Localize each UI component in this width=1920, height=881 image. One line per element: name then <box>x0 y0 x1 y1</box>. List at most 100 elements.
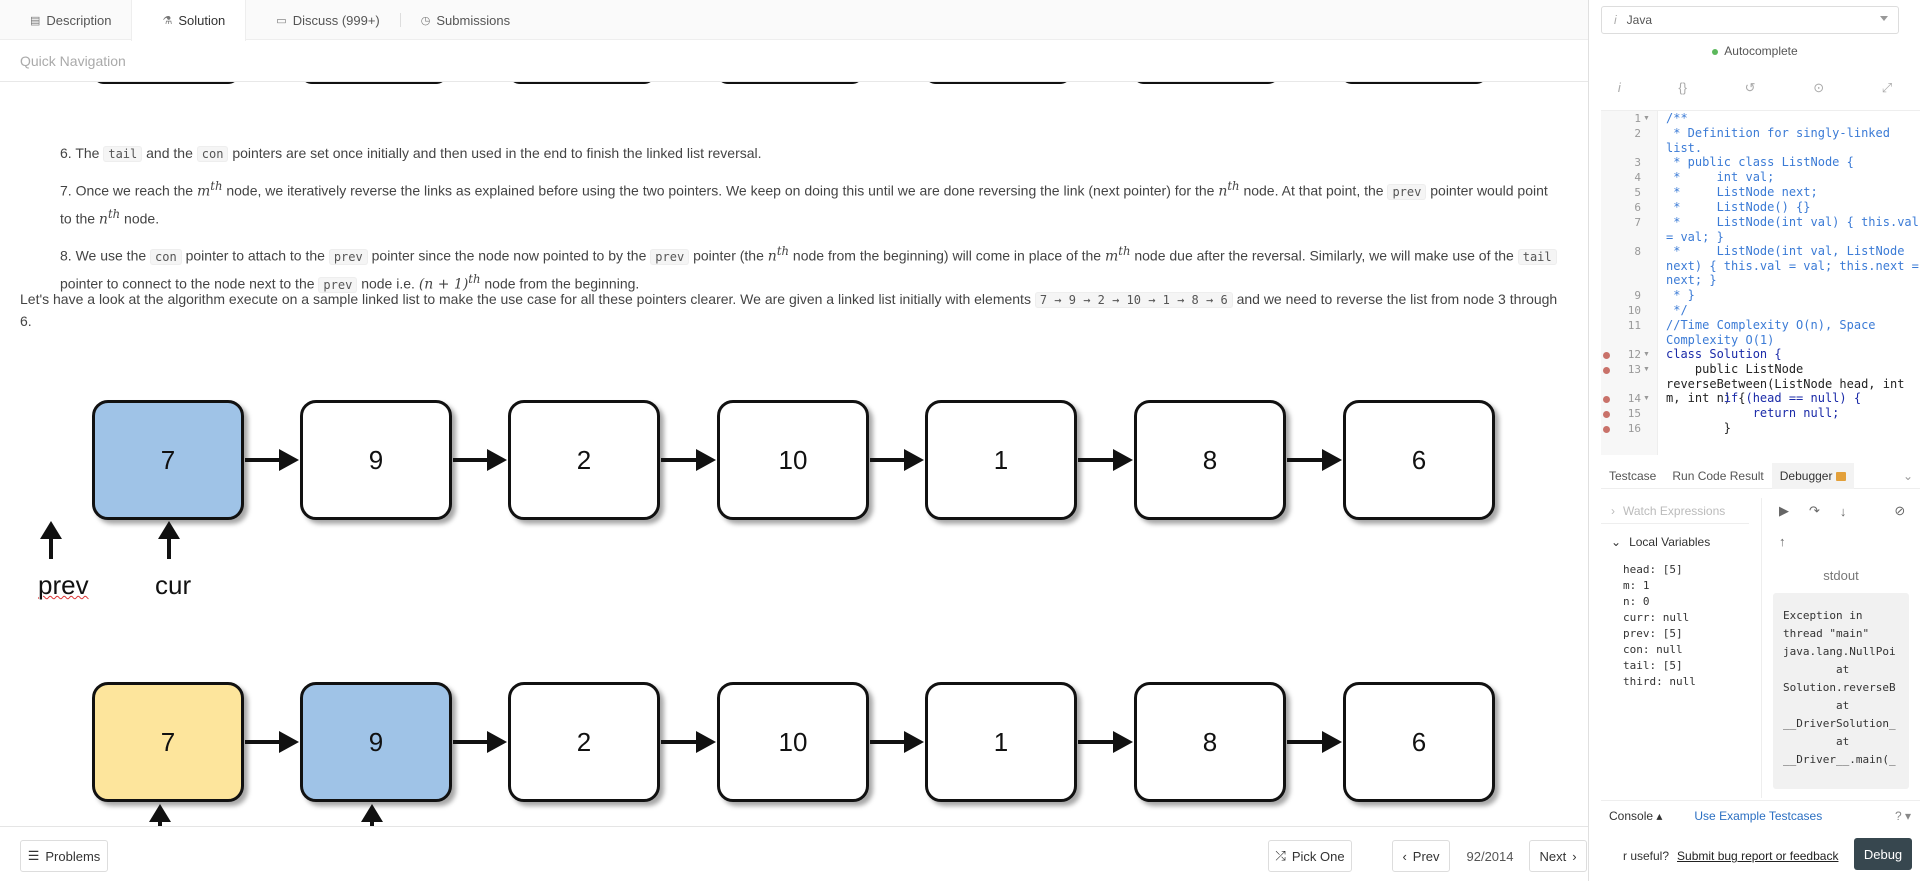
code-line: * ListNode() {} <box>1658 200 1920 215</box>
next-arrow <box>1287 449 1342 471</box>
code-line: public ListNode reverseBetween(ListNode … <box>1658 362 1920 405</box>
list-node: 2 <box>508 400 660 520</box>
breakpoint-icon[interactable] <box>1603 426 1610 433</box>
fold-icon[interactable]: ▼ <box>1643 395 1650 402</box>
use-example-testcases-button[interactable]: Use Example Testcases <box>1694 808 1823 823</box>
reset-icon[interactable]: ↺ <box>1744 80 1756 95</box>
prev-button[interactable]: ‹ Prev <box>1392 840 1450 872</box>
clock-icon: ◷ <box>420 14 431 27</box>
fullscreen-icon[interactable]: ⤢ <box>1881 80 1893 95</box>
line-number: 16 <box>1627 422 1641 435</box>
watch-expressions[interactable]: › Watch Expressions <box>1601 498 1749 524</box>
tab-submissions[interactable]: ◷ Submissions <box>420 12 511 28</box>
line-number: 13 <box>1627 363 1641 376</box>
next-arrow <box>870 449 924 471</box>
debug-button[interactable]: Debug <box>1854 838 1912 870</box>
console-bar: Console ▴ Use Example Testcases ? ▾ <box>1601 800 1920 830</box>
code-text: /** <box>1666 111 1688 125</box>
autocomplete-toggle[interactable]: Autocomplete <box>1589 44 1920 58</box>
tab-run-code-result[interactable]: Run Code Result <box>1672 469 1764 483</box>
play-icon[interactable]: ▶ <box>1779 503 1789 518</box>
list-node: 6 <box>1343 682 1495 802</box>
list-node: 9 <box>300 682 452 802</box>
code-text: } <box>1666 421 1732 435</box>
tab-description[interactable]: ▤ Description <box>30 12 112 28</box>
solution-content: 6. The tail and the con pointers are set… <box>0 82 1588 826</box>
code-line: } <box>1658 421 1920 436</box>
pointer-arrow <box>361 804 383 826</box>
step-over-icon[interactable]: ↷ <box>1809 503 1820 518</box>
next-arrow <box>661 449 716 471</box>
code-line: * ListNode(int val, ListNode next) { thi… <box>1658 244 1920 288</box>
code-text: * ListNode() {} <box>1666 200 1811 214</box>
step-out-icon[interactable]: ↑ <box>1779 534 1786 549</box>
description-icon: ▤ <box>30 14 41 27</box>
breakpoint-icon[interactable] <box>1603 411 1610 418</box>
code-line: class Solution { <box>1658 347 1920 362</box>
variable: head: [5] <box>1623 563 1683 576</box>
pick-one-button[interactable]: ⤮ Pick One <box>1268 840 1352 872</box>
next-arrow <box>1287 731 1342 753</box>
shuffle-icon: ⤮ <box>1275 848 1286 863</box>
list-node: 6 <box>1343 400 1495 520</box>
code-text: class Solution { <box>1666 347 1782 361</box>
help-icon[interactable]: ? ▾ <box>1894 808 1911 823</box>
list-node: 8 <box>1134 682 1286 802</box>
debug-controls: ▶ ↷ ↓ ⊘ <box>1761 498 1920 524</box>
line-number: 9 <box>1634 289 1641 302</box>
feedback-link[interactable]: Submit bug report or feedback <box>1677 849 1839 863</box>
line-number: 2 <box>1634 127 1641 140</box>
pointer-arrow <box>149 804 171 826</box>
tab-solution[interactable]: ⚗ Solution <box>131 0 247 41</box>
next-button[interactable]: Next › <box>1529 840 1587 872</box>
line-number: 15 <box>1627 407 1641 420</box>
step-into-icon[interactable]: ↓ <box>1839 503 1847 519</box>
list-node: 9 <box>300 400 452 520</box>
variable: curr: null <box>1623 611 1690 624</box>
console-button[interactable]: Console ▴ <box>1609 808 1663 823</box>
result-tabs: Testcase Run Code Result Debugger ⌄ <box>1601 463 1920 489</box>
code-line: */ <box>1658 303 1920 318</box>
code-text: //Time Complexity O(n), Space Complexity… <box>1666 318 1883 347</box>
code-text: if (head == null) { <box>1666 391 1862 405</box>
code-text: * } <box>1666 288 1695 302</box>
stdout-output: Exception in thread "main" java.lang.Nul… <box>1773 593 1909 789</box>
braces-icon[interactable]: {} <box>1678 80 1688 95</box>
line-number: 10 <box>1627 304 1641 317</box>
next-arrow <box>1078 731 1133 753</box>
info-icon[interactable]: i <box>1617 80 1621 95</box>
flask-icon: ⚗ <box>162 15 173 27</box>
prev-diagram-node <box>92 82 240 84</box>
list-node: 10 <box>717 682 869 802</box>
tab-discuss[interactable]: ▭ Discuss (999+) <box>276 12 380 28</box>
breakpoint-icon[interactable] <box>1603 396 1610 403</box>
variable: con: null <box>1623 643 1683 656</box>
line-number: 7 <box>1634 216 1641 229</box>
stop-icon[interactable]: ⊘ <box>1894 503 1906 518</box>
problems-button[interactable]: ☰ Problems <box>20 840 108 872</box>
language-select[interactable]: i Java <box>1601 6 1899 34</box>
settings-icon[interactable]: ⊙ <box>1813 80 1825 95</box>
chevron-down-icon: ⌄ <box>1611 535 1622 549</box>
info-icon: i <box>1614 13 1617 27</box>
list-node: 1 <box>925 682 1077 802</box>
fold-icon[interactable]: ▼ <box>1643 351 1650 358</box>
local-variables-header[interactable]: ⌄ Local Variables <box>1611 535 1711 549</box>
tab-debugger[interactable]: Debugger <box>1771 463 1855 489</box>
quick-navigation[interactable]: Quick Navigation <box>0 40 1588 82</box>
fold-icon[interactable]: ▼ <box>1643 115 1650 122</box>
line-number: 8 <box>1634 245 1641 258</box>
fold-icon[interactable]: ▼ <box>1643 366 1650 373</box>
breakpoint-icon[interactable] <box>1603 352 1610 359</box>
breakpoint-icon[interactable] <box>1603 367 1610 374</box>
next-arrow <box>245 449 299 471</box>
code-line: //Time Complexity O(n), Space Complexity… <box>1658 318 1920 347</box>
tab-testcase[interactable]: Testcase <box>1609 469 1657 483</box>
code-area[interactable]: /** * Definition for singly-linked list.… <box>1657 111 1920 455</box>
chat-icon: ▭ <box>276 14 287 27</box>
line-number: 3 <box>1634 156 1641 169</box>
collapse-panel-button[interactable]: ⌄ <box>1902 469 1913 483</box>
